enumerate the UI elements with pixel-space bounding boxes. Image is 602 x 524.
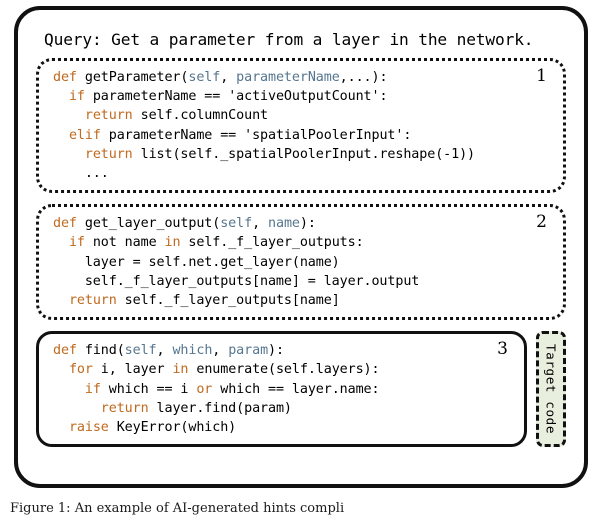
target-code-tag: Target code <box>536 331 566 448</box>
code-line: return list(self._spatialPoolerInput.res… <box>53 145 551 164</box>
code-token-pln: layer.find(param) <box>148 400 292 416</box>
code-token-pln: , <box>220 70 237 85</box>
code-token-pln: parameterName == 'activeOutputCount': <box>84 89 388 105</box>
code-token-pln: self._f_layer_outputs[name] <box>116 293 340 309</box>
code-block-number: 2 <box>536 212 547 233</box>
code-token-pln: list(self._spatialPoolerInput.reshape(-1… <box>132 146 476 162</box>
code-token-pln: , <box>212 343 229 359</box>
code-token-kw: def <box>53 343 77 359</box>
code-token-pln: which == i <box>100 381 197 397</box>
code-token-pln: not name <box>84 235 165 251</box>
code-line: elif parameterName == 'spatialPoolerInpu… <box>53 126 551 145</box>
code-token-pln <box>53 108 85 123</box>
code-token-pln: enumerate(self.layers): <box>188 362 380 378</box>
code-line: return self._f_layer_outputs[name] <box>53 291 551 310</box>
code-token-pln: find( <box>76 343 125 359</box>
code-token-pln <box>53 89 69 104</box>
code-token-pln <box>53 382 85 397</box>
figure-content: Query: Get a parameter from a layer in t… <box>18 10 584 484</box>
query-label: Query: Get a parameter from a layer in t… <box>44 30 534 49</box>
code-token-pln: ): <box>299 216 316 232</box>
code-token-kw: if <box>68 235 85 251</box>
code-line: if which == i or which == layer.name: <box>53 380 512 399</box>
code-token-pln <box>53 401 101 416</box>
code-line: return self.columnCount <box>53 106 551 125</box>
code-token-pln: self.columnCount <box>132 108 269 124</box>
code-token-pln <box>53 293 69 308</box>
code-token-pln: i, layer <box>92 362 173 378</box>
code-token-pln: ): <box>268 343 284 359</box>
code-token-par: which <box>172 343 213 359</box>
code-token-par: param <box>228 343 269 359</box>
code-line: if parameterName == 'activeOutputCount': <box>53 87 551 106</box>
figure-caption: Figure 1: An example of AI-generated hin… <box>10 501 345 516</box>
code-token-pln: ,...): <box>339 70 388 85</box>
code-token-pln: ... <box>53 166 109 182</box>
code-block-number: 1 <box>536 66 547 86</box>
code-token-pln: get_layer_output( <box>76 216 221 232</box>
code-token-pln: parameterName == 'spatialPoolerInput': <box>100 127 412 143</box>
code-token-kw: return <box>100 400 149 416</box>
code-token-kw: def <box>53 216 77 232</box>
code-token-kw: or <box>196 381 213 397</box>
code-token-kw: raise <box>68 420 109 436</box>
code-line: def get_layer_output(self, name): <box>53 214 551 233</box>
code-token-pln: which == layer.name: <box>212 381 380 397</box>
code-token-kw: def <box>53 70 77 85</box>
code-token-pln <box>53 128 69 143</box>
code-token-par: self <box>220 216 253 232</box>
code-token-par: parameterName <box>236 70 340 85</box>
figure-outer-frame: Query: Get a parameter from a layer in t… <box>14 6 588 488</box>
code-line: def find(self, which, param): <box>53 341 512 360</box>
code-token-kw: return <box>84 108 133 124</box>
code-token-kw: if <box>68 89 85 105</box>
code-token-pln: getParameter( <box>76 70 189 85</box>
code-token-pln: , <box>156 343 173 359</box>
code-token-kw: return <box>84 146 133 162</box>
code-token-kw: if <box>84 381 101 397</box>
code-token-pln <box>53 235 69 250</box>
code-line: self._f_layer_outputs[name] = layer.outp… <box>53 272 551 291</box>
code-token-pln <box>53 420 69 435</box>
code-token-pln <box>53 147 85 162</box>
code-token-par: self <box>188 70 221 85</box>
code-token-pln: , <box>252 216 269 232</box>
code-line: layer = self.net.get_layer(name) <box>53 253 551 272</box>
code-token-pln <box>53 362 69 377</box>
code-token-kw: return <box>68 293 117 309</box>
target-code-label: Target code <box>543 344 559 435</box>
code-token-pln: KeyError(which) <box>108 420 237 436</box>
code-line: raise KeyError(which) <box>53 418 512 437</box>
code-token-kw: for <box>68 362 93 378</box>
code-token-kw: elif <box>68 127 101 143</box>
code-line: if not name in self._f_layer_outputs: <box>53 233 551 252</box>
code-token-par: name <box>268 216 300 232</box>
code-line: ... <box>53 164 551 183</box>
code-token-par: self <box>124 343 157 359</box>
code-token-pln: layer = self.net.get_layer(name) <box>53 254 340 270</box>
code-line: for i, layer in enumerate(self.layers): <box>53 360 512 379</box>
code-line: return layer.find(param) <box>53 399 512 418</box>
code-token-pln: self._f_layer_outputs[name] = layer.outp… <box>53 273 420 289</box>
code-token-pln: self._f_layer_outputs: <box>180 235 364 251</box>
code-line: def getParameter(self, parameterName,...… <box>53 68 551 87</box>
code-token-kw: in <box>172 362 189 378</box>
code-block-number: 3 <box>497 339 508 360</box>
code-token-kw: in <box>164 235 181 251</box>
